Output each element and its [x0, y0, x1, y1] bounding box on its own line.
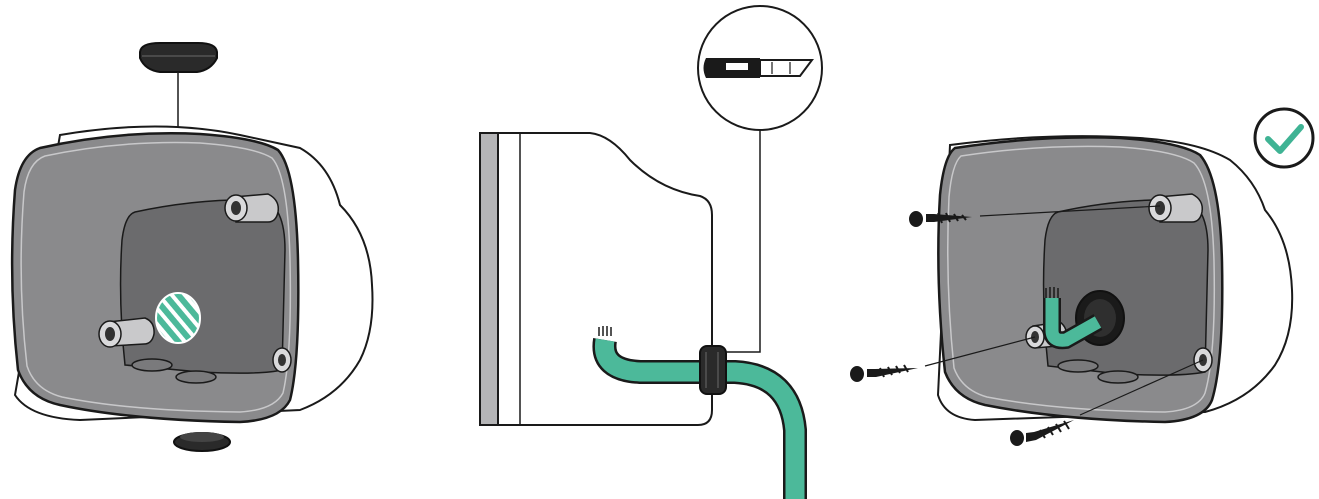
cable-entry-hole — [156, 293, 200, 343]
knockout-hole — [1098, 371, 1138, 383]
knockout-hole — [176, 371, 216, 383]
mounting-post — [99, 318, 154, 347]
knockout-hole — [132, 359, 172, 371]
check-mark-icon — [1255, 109, 1313, 167]
mounting-post — [1149, 194, 1202, 222]
panel-1 — [12, 43, 372, 451]
cable-grommet — [700, 346, 726, 394]
mounting-box-back — [121, 200, 285, 373]
panel-3 — [850, 109, 1313, 446]
mounting-box-wall-plate — [480, 133, 498, 425]
cutter-knife-icon — [704, 58, 813, 78]
panel-2 — [480, 6, 822, 499]
callout-line — [726, 128, 760, 352]
knockout-plug — [174, 432, 230, 451]
knockout-hole — [1058, 360, 1098, 372]
mounting-box-back — [1044, 200, 1208, 375]
mounting-post — [273, 348, 291, 372]
grommet-plug — [140, 43, 217, 72]
mounting-post — [225, 194, 278, 222]
